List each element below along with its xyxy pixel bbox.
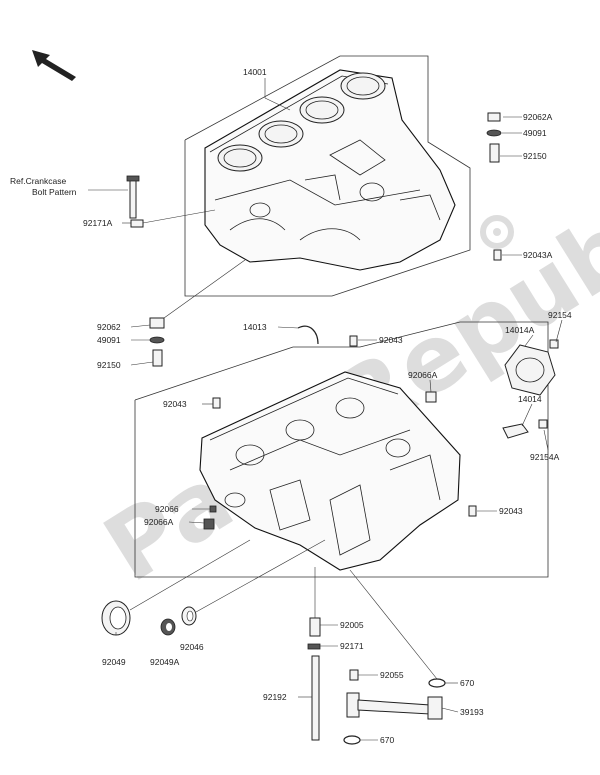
seal-14013 — [297, 325, 319, 345]
pipe-92192 — [311, 655, 320, 741]
label-92055: 92055 — [380, 670, 404, 680]
label-92043A: 92043A — [523, 250, 553, 260]
plate-14014 — [502, 423, 529, 439]
lower-crankcase — [199, 371, 461, 571]
bolt-92150 — [152, 349, 163, 367]
nozzle-92005 — [309, 617, 321, 637]
label-14014: 14014 — [518, 394, 542, 404]
ref-bolt-pattern-note: Bolt Pattern — [32, 187, 77, 197]
label-92150: 92150 — [97, 360, 121, 370]
label-92066A: 92066A — [144, 517, 174, 527]
lower-group-frame — [134, 321, 549, 578]
collar-92066A-top — [425, 391, 437, 403]
label-92049A: 92049A — [150, 657, 180, 667]
gear-icon — [480, 215, 514, 249]
label-14001: 14001 — [243, 67, 267, 77]
plug-92062A — [487, 112, 501, 122]
cylinder-bores — [217, 72, 386, 172]
label-92171: 92171 — [340, 641, 364, 651]
label-92154: 92154 — [548, 310, 572, 320]
label-14014A: 14014A — [505, 325, 535, 335]
ref-crankcase-note: Ref.Crankcase — [10, 176, 66, 186]
label-92043-b: 92043 — [163, 399, 187, 409]
oil-seal-92049A — [160, 618, 176, 636]
label-49091: 49091 — [97, 335, 121, 345]
label-92171A: 92171A — [83, 218, 113, 228]
label-92049: 92049 — [102, 657, 126, 667]
collar-92066A — [203, 518, 215, 530]
plug-92062 — [149, 317, 165, 329]
o-ring-670-top — [428, 678, 446, 688]
label-92192: 92192 — [263, 692, 287, 702]
washer-49091-top — [486, 129, 502, 137]
label-92046: 92046 — [180, 642, 204, 652]
oil-seal-92049 — [101, 600, 131, 636]
label-92066: 92066 — [155, 504, 179, 514]
bolt-92154 — [549, 339, 559, 349]
dowel-92043A — [493, 249, 502, 261]
label-92062: 92062 — [97, 322, 121, 332]
label-670-bottom: 670 — [380, 735, 394, 745]
dowel-92043-c — [468, 505, 477, 517]
label-92150-top: 92150 — [523, 151, 547, 161]
bolt-92154A — [538, 419, 548, 429]
dowel-92043-a — [349, 335, 358, 347]
pipe-39193 — [346, 692, 443, 720]
label-92005: 92005 — [340, 620, 364, 630]
label-92154A: 92154A — [530, 452, 560, 462]
label-92066A-top: 92066A — [408, 370, 438, 380]
label-92043-a: 92043 — [379, 335, 403, 345]
label-49091-top: 49091 — [523, 128, 547, 138]
label-92043-c: 92043 — [499, 506, 523, 516]
dowel-92043-b — [212, 397, 221, 409]
label-39193: 39193 — [460, 707, 484, 717]
front-arrow-icon — [32, 50, 76, 81]
upper-group-frame — [184, 55, 471, 297]
label-670-top: 670 — [460, 678, 474, 688]
bolt-92150-top — [489, 143, 500, 163]
bearing-92046 — [181, 606, 197, 626]
leader-lines — [115, 78, 563, 741]
clip-92171 — [307, 643, 321, 650]
bolt-92171A — [126, 175, 144, 228]
label-92062A: 92062A — [523, 112, 553, 122]
o-ring-670-bottom — [343, 735, 361, 745]
upper-crankcase — [204, 69, 456, 271]
cover-14014A — [504, 344, 556, 396]
washer-49091 — [149, 336, 165, 344]
pin-92066 — [209, 505, 217, 513]
label-14013: 14013 — [243, 322, 267, 332]
bolt-92055 — [349, 669, 359, 681]
